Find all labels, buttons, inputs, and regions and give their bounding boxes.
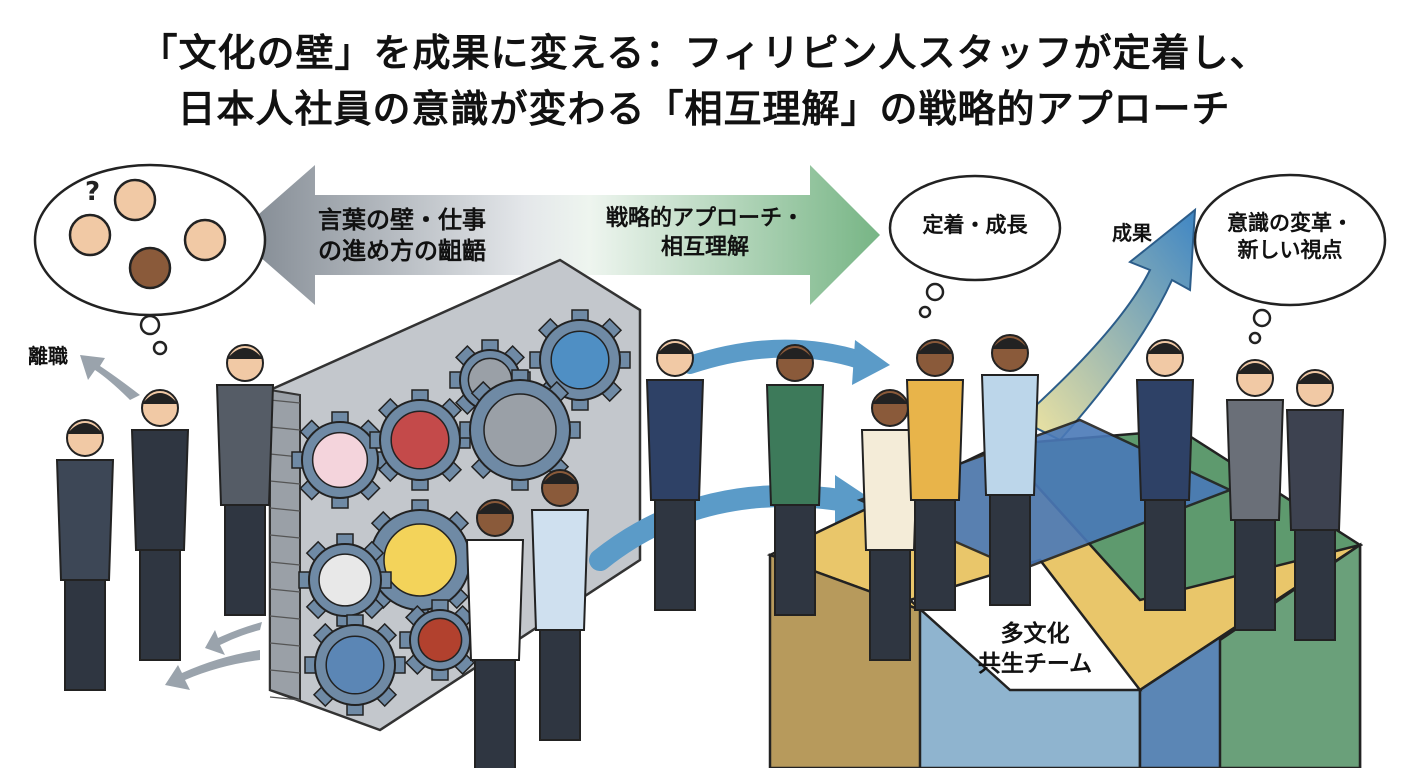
title-line-2: 日本人社員の意識が変わる「相互理解」の戦略的アプローチ	[177, 87, 1231, 131]
gear-icon	[369, 389, 471, 491]
brick-line	[269, 642, 301, 647]
team-line1: 多文化	[1000, 621, 1070, 647]
person	[55, 419, 115, 691]
person	[645, 339, 705, 611]
turnover-arrows	[80, 355, 262, 690]
gear-icon	[291, 411, 389, 509]
person	[215, 344, 275, 616]
gear-icon	[304, 614, 406, 716]
arrow-left-line1: 言葉の壁・仕事	[318, 206, 486, 234]
person	[1285, 369, 1345, 641]
gear-icon	[459, 369, 581, 491]
brick-line	[269, 669, 301, 674]
brick-line	[269, 561, 301, 566]
arrow-right-line1: 戦略的アプローチ・	[605, 206, 804, 231]
confused-thought-cloud	[33, 163, 267, 356]
arrow-left-line2: の進め方の齟齬	[318, 237, 486, 266]
brick-line	[269, 480, 301, 485]
retention-cloud	[888, 174, 1062, 319]
gear-icon	[298, 533, 392, 627]
arrow-right-line2: 相互理解	[660, 234, 749, 260]
team-label: 多文化 共生チーム	[960, 620, 1110, 680]
mindset-cloud	[1193, 173, 1387, 345]
flow-arrow-bottom-head	[835, 475, 880, 530]
person	[530, 469, 590, 741]
brick-line	[269, 588, 301, 593]
person	[905, 339, 965, 611]
person	[980, 334, 1040, 606]
brick-line	[269, 507, 301, 512]
person	[1135, 339, 1195, 611]
gear-icon	[399, 599, 481, 681]
brick-line	[269, 426, 301, 431]
turnover-label: 離職	[28, 344, 68, 368]
flow-arrow-top	[681, 339, 869, 374]
flow-arrow-top-head	[852, 340, 890, 385]
person	[860, 389, 920, 661]
mindset-cloud-text: 意識の変革・ 新しい視点	[1205, 210, 1375, 265]
brick-line	[269, 696, 301, 701]
question-mark-icon: ?	[85, 177, 100, 207]
team-line2: 共生チーム	[977, 650, 1093, 677]
brick-line	[269, 615, 301, 620]
arrow-left-label: 言葉の壁・仕事 の進め方の齟齬	[318, 205, 486, 267]
results-label: 成果	[1112, 221, 1152, 245]
person	[765, 344, 825, 616]
retention-cloud-text: 定着・成長	[922, 213, 1028, 237]
growth-arrow	[1018, 207, 1197, 442]
title-line-1: 「文化の壁」を成果に変える：フィリピン人スタッフが定着し、	[139, 31, 1269, 75]
person	[1225, 359, 1285, 631]
mindset-line1: 意識の変革・	[1227, 211, 1353, 235]
person	[465, 499, 525, 768]
person	[130, 389, 190, 661]
mindset-line2: 新しい視点	[1237, 238, 1343, 263]
brick-line	[269, 534, 301, 539]
double-arrow	[235, 165, 880, 305]
arrow-right-label: 戦略的アプローチ・ 相互理解	[600, 205, 810, 262]
brick-line	[269, 399, 301, 404]
